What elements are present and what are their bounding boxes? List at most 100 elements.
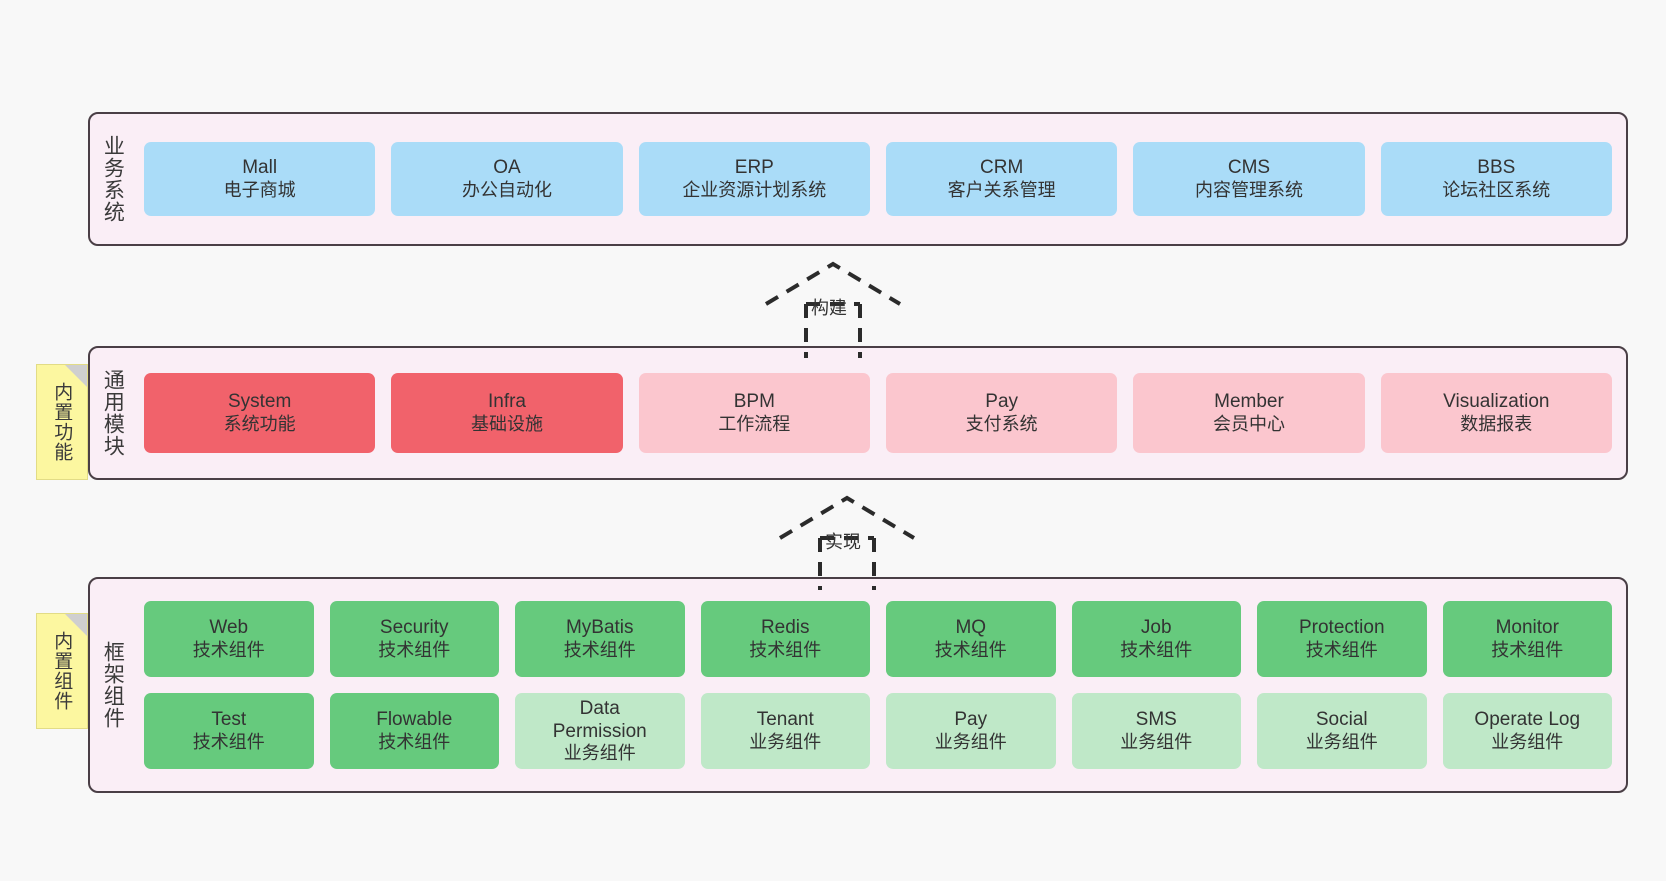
card-social[interactable]: Social 业务组件 (1257, 693, 1427, 769)
card-pay-component[interactable]: Pay 业务组件 (886, 693, 1056, 769)
card-subtitle: 技术组件 (1305, 639, 1378, 661)
card-visualization[interactable]: Visualization 数据报表 (1380, 373, 1612, 453)
card-title: ERP (734, 157, 774, 179)
card-protection[interactable]: Protection 技术组件 (1257, 601, 1427, 677)
card-title: MQ (955, 617, 987, 639)
card-sms[interactable]: SMS 业务组件 (1071, 693, 1241, 769)
card-row-technical: Web 技术组件 Security 技术组件 MyBatis 技术组件 Redi… (144, 601, 1612, 677)
card-title: OA (493, 157, 521, 179)
card-title: Security (379, 617, 449, 639)
card-member[interactable]: Member 会员中心 (1133, 373, 1365, 453)
connector-build-label: 构建 (811, 298, 847, 319)
card-title: Social (1315, 709, 1368, 731)
connector-implement: 实现 (772, 492, 922, 590)
card-pay[interactable]: Pay 支付系统 (885, 373, 1118, 453)
card-mall[interactable]: Mall 电子商城 (144, 142, 376, 216)
card-title: Flowable (376, 709, 453, 731)
card-job[interactable]: Job 技术组件 (1071, 601, 1241, 677)
card-title: Test (211, 709, 247, 731)
layer-common-modules: 通用模块 System 系统功能 Infra 基础设施 BPM 工作流程 Pay… (88, 346, 1628, 480)
card-subtitle: 办公自动化 (461, 179, 552, 201)
layer-body-framework-components: Web 技术组件 Security 技术组件 MyBatis 技术组件 Redi… (136, 579, 1626, 791)
card-system[interactable]: System 系统功能 (144, 373, 376, 453)
card-monitor[interactable]: Monitor 技术组件 (1442, 601, 1612, 677)
card-bpm[interactable]: BPM 工作流程 (638, 373, 870, 453)
card-title: Infra (487, 391, 526, 413)
card-web[interactable]: Web 技术组件 (144, 601, 314, 677)
layer-body-common-modules: System 系统功能 Infra 基础设施 BPM 工作流程 Pay 支付系统… (136, 348, 1626, 478)
card-subtitle: 内容管理系统 (1194, 179, 1303, 201)
note-fold-corner (65, 614, 87, 636)
card-title: Web (209, 617, 249, 639)
card-title: Operate Log (1474, 709, 1581, 731)
card-row: Mall 电子商城 OA 办公自动化 ERP 企业资源计划系统 CRM 客户关系… (144, 142, 1612, 216)
card-subtitle: 技术组件 (192, 731, 265, 753)
layer-business-systems: 业务系统 Mall 电子商城 OA 办公自动化 ERP 企业资源计划系统 CRM… (88, 112, 1628, 246)
card-infra[interactable]: Infra 基础设施 (391, 373, 623, 453)
card-title: Redis (760, 617, 810, 639)
card-subtitle: 业务组件 (1491, 731, 1564, 753)
card-title: Protection (1298, 617, 1385, 639)
card-subtitle: 工作流程 (718, 413, 791, 435)
card-data-permission[interactable]: Data Permission 业务组件 (515, 693, 685, 769)
card-subtitle: 技术组件 (1491, 639, 1564, 661)
card-title: BBS (1477, 157, 1516, 179)
card-subtitle: 技术组件 (378, 731, 451, 753)
card-title: Job (1140, 617, 1172, 639)
card-tenant[interactable]: Tenant 业务组件 (700, 693, 870, 769)
card-title: CRM (980, 157, 1024, 179)
card-mybatis[interactable]: MyBatis 技术组件 (515, 601, 685, 677)
note-builtin-components: 内置组件 (36, 613, 88, 729)
layer-title-common-modules: 通用模块 (101, 369, 126, 457)
card-subtitle: 支付系统 (965, 413, 1038, 435)
card-subtitle: 技术组件 (934, 639, 1007, 661)
card-mq[interactable]: MQ 技术组件 (886, 601, 1056, 677)
card-security[interactable]: Security 技术组件 (329, 601, 499, 677)
card-subtitle: 业务组件 (749, 731, 822, 753)
note-fold-corner (65, 365, 87, 387)
card-title: Mall (242, 157, 278, 179)
connector-build: 构建 (758, 258, 908, 358)
card-subtitle: 企业资源计划系统 (682, 179, 827, 201)
card-title: CMS (1227, 157, 1271, 179)
card-operate-log[interactable]: Operate Log 业务组件 (1442, 693, 1612, 769)
card-title: Visualization (1443, 391, 1550, 413)
card-subtitle: 论坛社区系统 (1442, 179, 1551, 201)
card-subtitle: 业务组件 (1120, 731, 1193, 753)
card-subtitle: 基础设施 (470, 413, 543, 435)
card-subtitle: 业务组件 (934, 731, 1007, 753)
card-oa[interactable]: OA 办公自动化 (391, 142, 623, 216)
card-title: Pay (954, 709, 988, 731)
card-title: Pay (985, 391, 1019, 413)
card-subtitle: 技术组件 (1120, 639, 1193, 661)
layer-framework-components: 框架组件 Web 技术组件 Security 技术组件 MyBatis 技术组件… (88, 577, 1628, 793)
note-label: 内置组件 (51, 631, 74, 711)
card-subtitle: 系统功能 (223, 413, 296, 435)
card-row-business: Test 技术组件 Flowable 技术组件 Data Permission … (144, 693, 1612, 769)
card-subtitle: 业务组件 (563, 743, 636, 765)
card-subtitle: 业务组件 (1305, 731, 1378, 753)
card-erp[interactable]: ERP 企业资源计划系统 (638, 142, 870, 216)
card-redis[interactable]: Redis 技术组件 (700, 601, 870, 677)
card-subtitle: 技术组件 (378, 639, 451, 661)
card-row: System 系统功能 Infra 基础设施 BPM 工作流程 Pay 支付系统… (144, 373, 1612, 453)
card-subtitle: 技术组件 (749, 639, 822, 661)
card-title: Monitor (1495, 617, 1559, 639)
card-title: SMS (1135, 709, 1177, 731)
card-title: Member (1214, 391, 1284, 413)
card-title: Data Permission (552, 697, 647, 743)
card-subtitle: 技术组件 (563, 639, 636, 661)
note-label: 内置功能 (51, 382, 74, 462)
layer-title-framework-components: 框架组件 (101, 641, 126, 729)
card-bbs[interactable]: BBS 论坛社区系统 (1380, 142, 1612, 216)
connector-implement-label: 实现 (825, 532, 861, 553)
card-subtitle: 技术组件 (192, 639, 265, 661)
card-flowable[interactable]: Flowable 技术组件 (329, 693, 499, 769)
generalization-arrow-icon (764, 261, 902, 358)
card-test[interactable]: Test 技术组件 (144, 693, 314, 769)
card-crm[interactable]: CRM 客户关系管理 (885, 142, 1118, 216)
card-title: BPM (733, 391, 775, 413)
card-cms[interactable]: CMS 内容管理系统 (1133, 142, 1365, 216)
generalization-arrow-icon (778, 495, 916, 590)
